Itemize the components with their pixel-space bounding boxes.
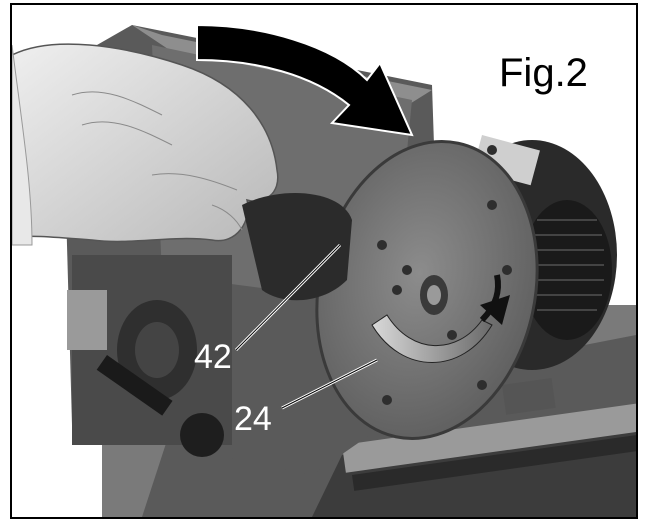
figure-label: Fig.2 (499, 51, 588, 95)
callout-24: 24 (234, 400, 272, 438)
machine-photo (12, 23, 636, 517)
figure-frame: Fig.2 42 24 (10, 3, 638, 519)
callout-42: 42 (194, 338, 232, 376)
